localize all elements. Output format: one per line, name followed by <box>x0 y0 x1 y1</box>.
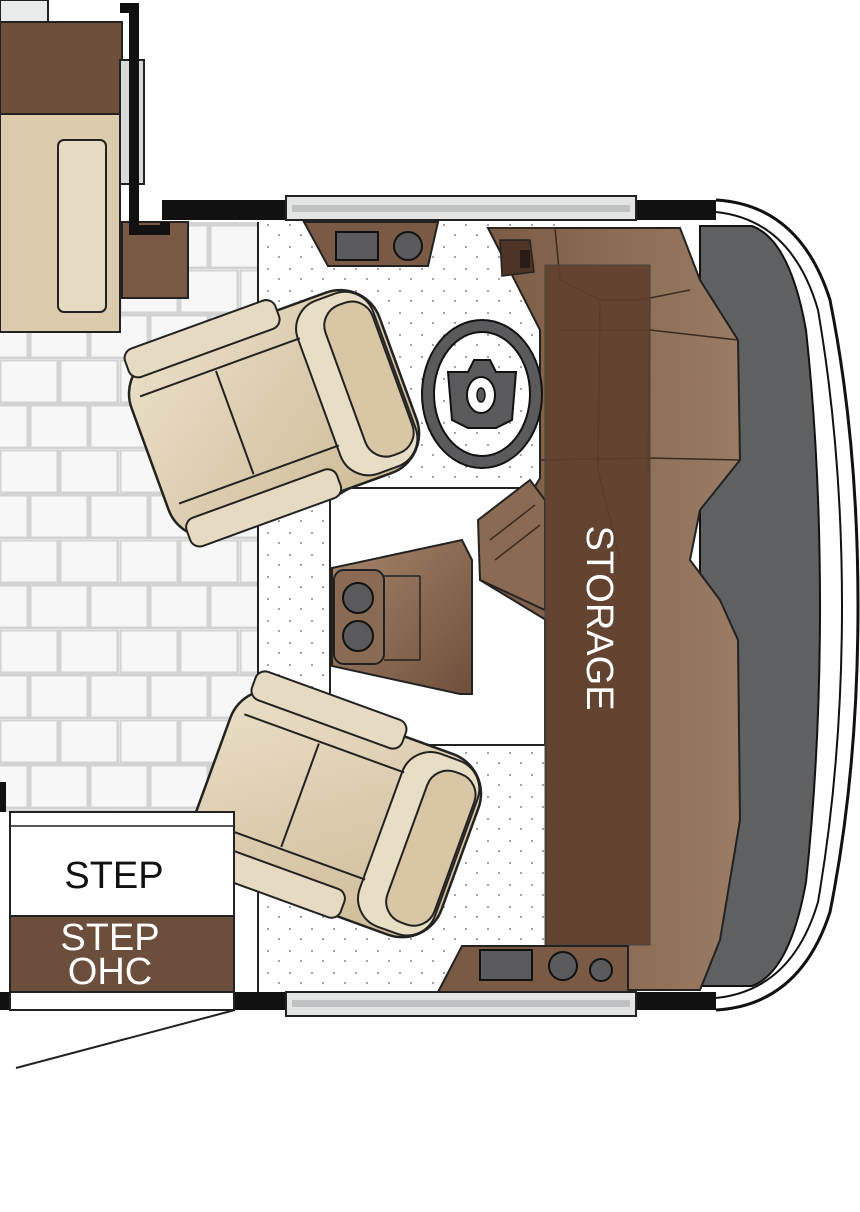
center-console-icon <box>331 538 473 695</box>
step-overhead-cabinet: STEP OHC <box>9 915 235 1011</box>
side-window-top <box>285 195 637 221</box>
upper-left-cabinet <box>0 0 189 333</box>
step-ohc-label-line1: STEP <box>60 917 159 959</box>
dash-gauge-icon <box>548 951 578 981</box>
outer-walls <box>0 200 720 1069</box>
lower-dash-panel <box>436 945 629 993</box>
side-window-bottom <box>285 991 637 1017</box>
dash-screen-icon <box>479 949 533 981</box>
step-label: STEP <box>64 855 163 897</box>
captain-chair-icon <box>123 288 421 548</box>
dash-screen-icon <box>335 231 379 261</box>
steering-wheel-icon <box>421 319 543 469</box>
storage-label: STORAGE <box>578 525 620 710</box>
storage-area: STORAGE <box>544 264 651 946</box>
dash-gauge-icon <box>393 231 423 261</box>
dash-gauge-icon <box>589 958 613 982</box>
entry-step: STEP <box>0 782 235 917</box>
upper-dash-panel <box>302 221 440 267</box>
step-ohc-label-line2: OHC <box>68 951 152 993</box>
